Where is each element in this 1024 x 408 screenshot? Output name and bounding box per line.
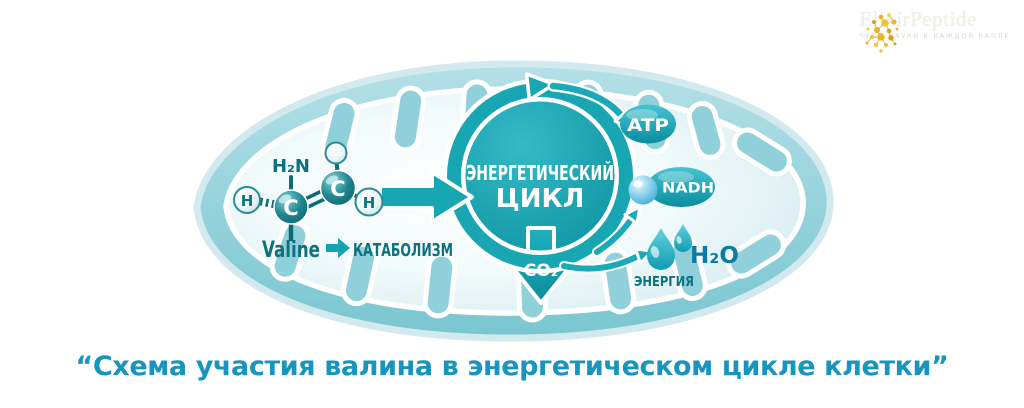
hydrogen-atom-right xyxy=(354,187,384,217)
valine-label: Valine xyxy=(262,238,320,263)
logo-molecule-icon xyxy=(865,13,899,53)
catabolism-arrow-icon xyxy=(326,238,350,258)
co2-label: CO₂ xyxy=(524,261,558,281)
valine-molecule: H₂N C C H H Valine КАТАБОЛИЗМ xyxy=(233,141,453,263)
logo: ElixirPeptide ЧУДО НАУКИ В КАЖДОЙ КАПЛЕ xyxy=(859,8,1010,53)
hydrogen-atom-top xyxy=(324,141,348,165)
hydrogen-right-label: H xyxy=(363,194,376,212)
crista xyxy=(726,229,786,279)
nadh-arrow xyxy=(592,205,642,257)
caption: “Схема участия валина в энергетическом ц… xyxy=(75,351,949,382)
h2o-label: H₂O xyxy=(690,243,739,269)
atp-label: ATP xyxy=(627,116,669,136)
nadh-label: NADH xyxy=(662,181,714,197)
energy-cycle-circle xyxy=(465,101,615,251)
nadh-sphere xyxy=(628,175,658,205)
carbon1-label: C xyxy=(283,196,298,220)
atp-bubble: ATP xyxy=(620,104,676,144)
cycle-title-line2: ЦИКЛ xyxy=(496,184,585,214)
amine-group-label: H₂N xyxy=(272,156,310,177)
cycle-title-line1: ЭНЕРГЕТИЧЕСКИЙ xyxy=(466,161,614,185)
water-output: H₂O ЭНЕРГИЯ xyxy=(634,224,739,290)
water-droplet-small-icon xyxy=(674,224,692,252)
carbon2-label: C xyxy=(330,177,345,201)
crista xyxy=(422,251,458,319)
crista xyxy=(340,241,380,307)
energy-cycle: ЭНЕРГЕТИЧЕСКИЙ ЦИКЛ CO₂ xyxy=(378,72,654,305)
logo-tagline: ЧУДО НАУКИ В КАЖДОЙ КАПЛЕ xyxy=(859,32,1010,40)
nadh-bubble: NADH xyxy=(628,167,715,207)
hydrogen-atom-left xyxy=(233,186,261,214)
crista xyxy=(732,127,792,177)
bond-hash-left xyxy=(259,197,277,209)
energy-label: ЭНЕРГИЯ xyxy=(634,274,694,290)
water-droplet-large-icon xyxy=(647,228,675,270)
crista xyxy=(389,85,427,153)
crista xyxy=(686,101,726,160)
catabolism-input-arrow xyxy=(378,170,474,224)
crista xyxy=(269,220,311,282)
hydrogen-left-label: H xyxy=(241,192,254,210)
cycle-ring-arrowhead-icon xyxy=(524,72,556,102)
catabolism-label: КАТАБОЛИЗМ xyxy=(353,241,453,261)
energy-arrow xyxy=(559,247,654,274)
